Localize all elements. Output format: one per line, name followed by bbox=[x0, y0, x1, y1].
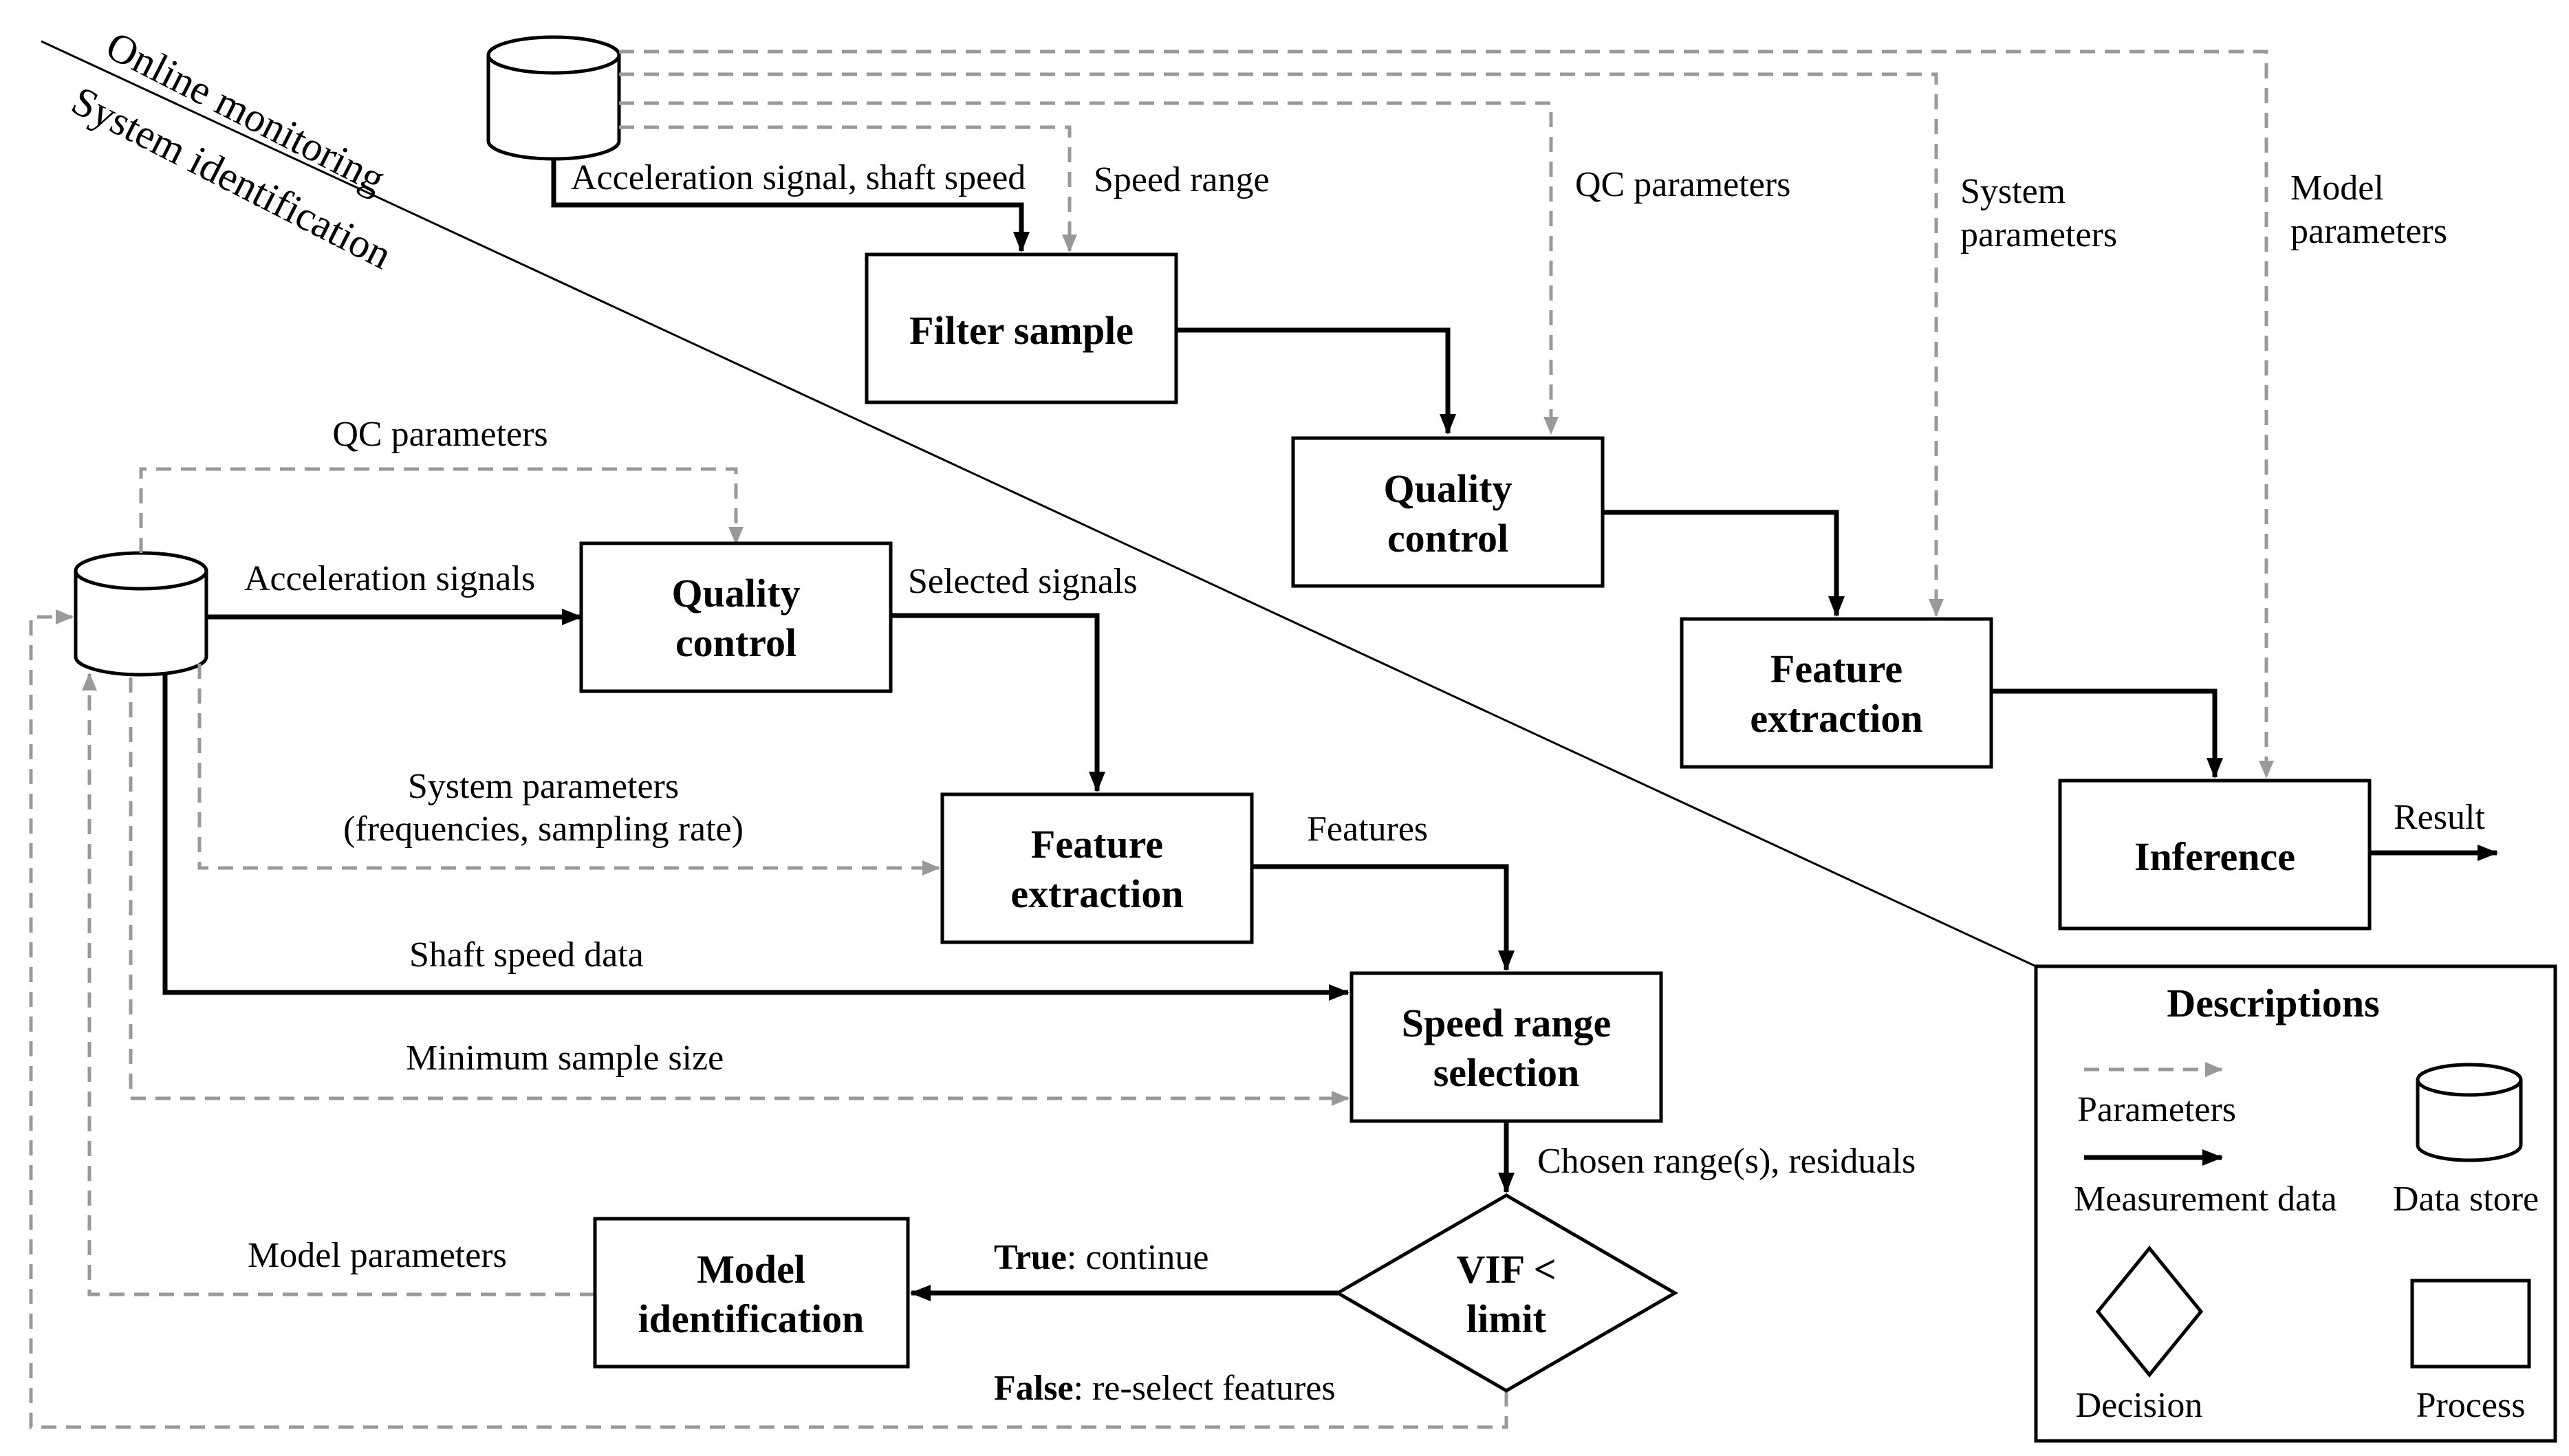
online-fe-text-1: Feature bbox=[1770, 646, 1903, 691]
sysid-shaft-speed-line bbox=[162, 675, 1349, 1001]
section-divider bbox=[41, 40, 2037, 968]
sysid-feature-extraction-box: Feature extraction bbox=[940, 792, 1254, 944]
online-speed-range-label: Speed range bbox=[1094, 160, 1270, 199]
result-label: Result bbox=[2394, 798, 2485, 837]
online-system-params-label-2: parameters bbox=[1960, 215, 2117, 254]
sysid-qc-text-1: Quality bbox=[672, 571, 801, 616]
online-fe-text-2: extraction bbox=[1750, 696, 1922, 741]
vif-text-2: limit bbox=[1466, 1296, 1547, 1341]
legend-process-label: Process bbox=[2416, 1386, 2526, 1425]
sysid-fe-text-2: extraction bbox=[1010, 871, 1183, 916]
vif-decision-diamond: VIF < limit bbox=[1334, 1193, 1678, 1393]
sysid-model-params-return-line bbox=[82, 673, 595, 1296]
legend-data-store-icon bbox=[2416, 1063, 2523, 1162]
sysid-shaft-speed-label: Shaft speed data bbox=[409, 935, 644, 975]
online-qc-params-label: QC parameters bbox=[1575, 165, 1790, 204]
model-id-text-2: identification bbox=[638, 1296, 865, 1341]
legend-measurement-label: Measurement data bbox=[2074, 1180, 2337, 1219]
online-signal-line bbox=[551, 159, 1030, 252]
model-id-text-1: Model bbox=[697, 1247, 805, 1292]
sysid-data-store-icon bbox=[74, 551, 208, 677]
filter-sample-text: Filter sample bbox=[909, 308, 1134, 353]
sysid-model-params-label: Model parameters bbox=[248, 1236, 507, 1275]
online-model-params-line bbox=[619, 50, 2274, 779]
online-fe-to-inference-line bbox=[1991, 688, 2223, 779]
sysid-selected-signals-label: Selected signals bbox=[908, 562, 1138, 601]
sysid-false-label: False: re-select features bbox=[994, 1369, 1336, 1408]
online-system-params-label-1: System bbox=[1960, 172, 2066, 211]
sysid-qc-params-line bbox=[139, 467, 744, 553]
sysid-true-label: True: continue bbox=[994, 1238, 1208, 1277]
sysid-system-params-label-1: System parameters bbox=[408, 767, 679, 806]
sysid-quality-control-box: Quality control bbox=[579, 541, 893, 693]
sysid-selected-signals-line bbox=[891, 613, 1105, 792]
sysid-features-label: Features bbox=[1307, 810, 1428, 849]
sysid-min-sample-label: Minimum sample size bbox=[406, 1039, 724, 1078]
sysid-system-params-line bbox=[197, 664, 940, 876]
inference-text: Inference bbox=[2134, 834, 2295, 879]
legend-parameters-label: Parameters bbox=[2077, 1090, 2236, 1129]
sysid-chosen-range-label: Chosen range(s), residuals bbox=[1537, 1142, 1916, 1181]
sysid-system-params-label-2: (frequencies, sampling rate) bbox=[343, 810, 744, 849]
sysid-qc-text-2: control bbox=[675, 620, 796, 665]
online-qc-text-2: control bbox=[1387, 516, 1508, 561]
inference-box: Inference bbox=[2058, 779, 2372, 931]
legend-decision-label: Decision bbox=[2076, 1386, 2203, 1425]
legend: Descriptions Parameters Measurement data… bbox=[2034, 964, 2557, 1443]
model-identification-box: Model identification bbox=[593, 1217, 910, 1369]
online-model-params-label-1: Model bbox=[2290, 169, 2384, 208]
legend-decision-icon bbox=[2095, 1246, 2204, 1378]
legend-process-icon bbox=[2410, 1279, 2531, 1369]
sysid-min-sample-line bbox=[129, 677, 1349, 1106]
online-system-params-line bbox=[619, 72, 1944, 617]
online-feature-extraction-box: Feature extraction bbox=[1680, 617, 1993, 769]
legend-title: Descriptions bbox=[2167, 981, 2379, 1025]
online-qc-text-1: Quality bbox=[1384, 466, 1513, 511]
speed-range-selection-box: Speed range selection bbox=[1349, 971, 1663, 1123]
online-quality-control-box: Quality control bbox=[1291, 436, 1605, 588]
sysid-accel-signals-label: Acceleration signals bbox=[244, 559, 535, 598]
speed-range-text-1: Speed range bbox=[1402, 1001, 1612, 1045]
speed-range-text-2: selection bbox=[1433, 1050, 1580, 1095]
online-data-store-icon bbox=[486, 35, 621, 161]
online-qc-params-line bbox=[619, 101, 1559, 435]
sysid-fe-text-1: Feature bbox=[1031, 822, 1163, 867]
online-qc-to-fe-line bbox=[1603, 510, 1845, 617]
sysid-qc-params-label: QC parameters bbox=[332, 415, 548, 454]
online-speed-range-line bbox=[619, 125, 1077, 252]
online-signal-label: Acceleration signal, shaft speed bbox=[571, 158, 1026, 197]
sysid-features-line bbox=[1252, 864, 1515, 971]
vif-text-1: VIF < bbox=[1456, 1247, 1556, 1292]
online-filter-sample-box: Filter sample bbox=[865, 252, 1178, 404]
sysid-false-return-line bbox=[29, 609, 1508, 1429]
legend-data-store-label: Data store bbox=[2393, 1180, 2539, 1219]
online-filter-to-qc-line bbox=[1176, 327, 1456, 435]
online-model-params-label-2: parameters bbox=[2290, 212, 2447, 251]
